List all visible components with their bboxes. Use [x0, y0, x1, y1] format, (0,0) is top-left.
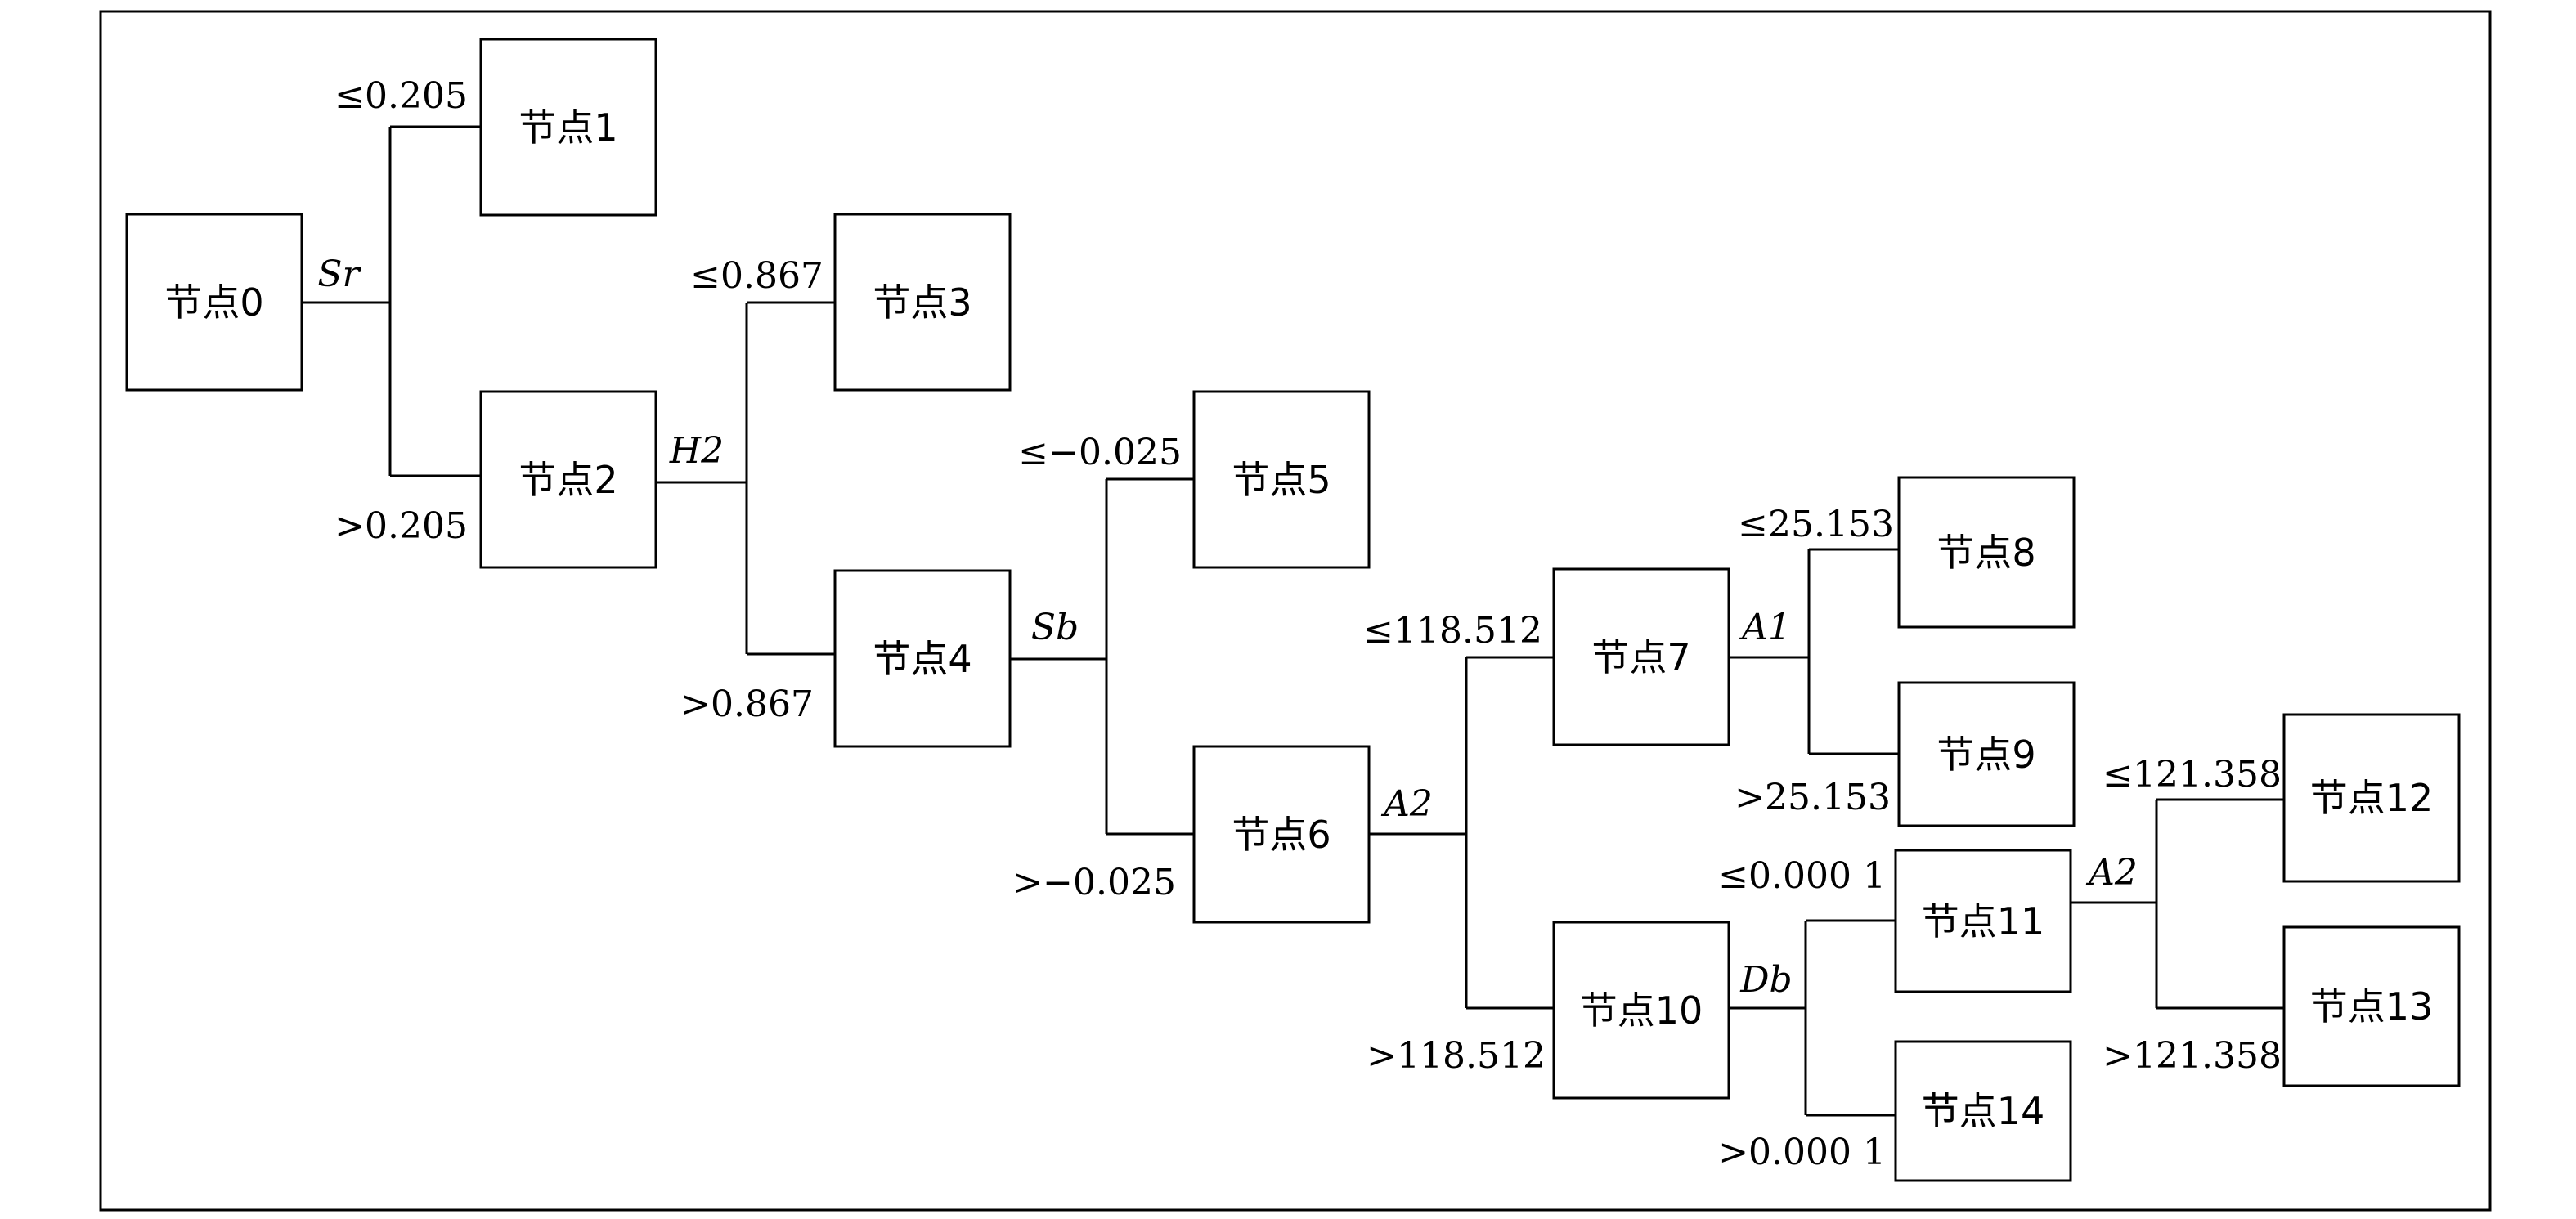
tree-node-9: 节点9 — [1897, 681, 2076, 827]
node-label-0: 节点0 — [164, 280, 263, 325]
tree-node-14: 节点14 — [1894, 1040, 2072, 1182]
node-label-3: 节点3 — [873, 280, 972, 325]
tree-node-6: 节点6 — [1192, 745, 1371, 924]
tree-node-3: 节点3 — [833, 213, 1012, 392]
condition-to-n4: >0.867 — [680, 683, 814, 725]
tree-node-12: 节点12 — [2282, 713, 2461, 883]
condition-to-n2: >0.205 — [334, 505, 468, 547]
tree-node-1: 节点1 — [479, 38, 657, 217]
tree-node-11: 节点11 — [1894, 849, 2072, 993]
split-feature-labels: Sr H2 Sb A2 A1 Db A2 — [317, 253, 2137, 1001]
diagram-frame — [99, 10, 2492, 1212]
node-label-14: 节点14 — [1922, 1089, 2045, 1133]
node-label-13: 节点13 — [2310, 984, 2434, 1029]
tree-edges — [302, 125, 2284, 1117]
node-label-12: 节点12 — [2310, 776, 2434, 820]
condition-to-n1: ≤0.205 — [334, 75, 468, 117]
condition-to-n10: >118.512 — [1367, 1035, 1546, 1077]
feature-label-split6: A2 — [1380, 783, 1433, 825]
node-label-10: 节点10 — [1580, 988, 1703, 1033]
node-label-5: 节点5 — [1232, 458, 1331, 502]
condition-to-n14: >0.000 1 — [1718, 1132, 1886, 1173]
condition-to-n9: >25.153 — [1735, 777, 1891, 818]
condition-to-n12: ≤121.358 — [2103, 754, 2282, 795]
tree-node-13: 节点13 — [2282, 925, 2461, 1087]
condition-to-n5: ≤−0.025 — [1018, 432, 1182, 473]
condition-to-n6: >−0.025 — [1012, 862, 1176, 903]
node-label-11: 节点11 — [1922, 899, 2045, 943]
feature-label-split4: Sb — [1031, 607, 1079, 648]
tree-node-2: 节点2 — [479, 390, 657, 569]
tree-node-8: 节点8 — [1897, 476, 2076, 629]
tree-node-4: 节点4 — [833, 569, 1012, 748]
condition-to-n3: ≤0.867 — [690, 255, 824, 297]
tree-node-0: 节点0 — [125, 213, 303, 392]
tree-node-7: 节点7 — [1552, 567, 1730, 746]
node-label-1: 节点1 — [518, 105, 617, 150]
condition-to-n11: ≤0.000 1 — [1718, 855, 1886, 897]
feature-label-split7: A1 — [1739, 607, 1791, 648]
node-label-6: 节点6 — [1232, 813, 1331, 857]
feature-label-split2: H2 — [669, 430, 724, 472]
branch-condition-labels: ≤0.205 >0.205 ≤0.867 >0.867 ≤−0.025 >−0.… — [334, 75, 2282, 1173]
node-label-8: 节点8 — [1936, 531, 2035, 575]
tree-nodes: 节点0 节点1 节点2 节点3 节点4 节点5 节点6 节点7 — [125, 38, 2461, 1182]
tree-node-10: 节点10 — [1552, 921, 1730, 1100]
condition-to-n7: ≤118.512 — [1363, 610, 1542, 652]
feature-label-split11: A2 — [2085, 852, 2138, 894]
node-label-7: 节点7 — [1591, 635, 1690, 679]
node-label-9: 节点9 — [1936, 733, 2035, 777]
feature-label-split0: Sr — [317, 253, 361, 295]
feature-label-split10: Db — [1739, 959, 1792, 1001]
condition-to-n8: ≤25.153 — [1738, 504, 1894, 545]
condition-to-n13: >121.358 — [2103, 1035, 2282, 1077]
node-label-4: 节点4 — [873, 637, 972, 681]
node-label-2: 节点2 — [518, 458, 617, 502]
tree-node-5: 节点5 — [1192, 390, 1371, 569]
